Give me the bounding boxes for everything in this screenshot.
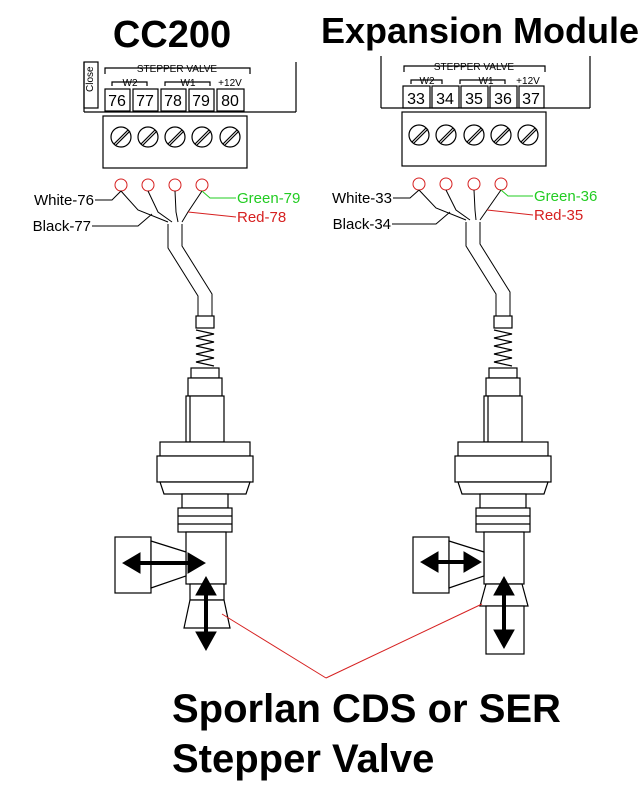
expansion-wire-connections <box>392 177 534 316</box>
terminal-35: 35 <box>465 91 483 108</box>
wire-label-green-79: Green-79 <box>237 190 300 207</box>
wire-label-black-77: Black-77 <box>33 218 91 235</box>
wire-label-red-35: Red-35 <box>534 207 583 224</box>
terminal-77: 77 <box>136 93 154 110</box>
right-stepper-valve <box>412 315 552 655</box>
footer-line-2: Stepper Valve <box>172 737 434 781</box>
terminal-76: 76 <box>108 93 126 110</box>
cc200-wire-connections <box>92 178 237 316</box>
right-valve-flow-arrows <box>420 551 515 650</box>
left-stepper-header: STEPPER VALVE <box>137 64 218 75</box>
right-stepper-header: STEPPER VALVE <box>434 62 515 73</box>
terminal-78: 78 <box>164 93 182 110</box>
wire-label-green-36: Green-36 <box>534 188 597 205</box>
footer-pointer-lines <box>221 603 483 679</box>
close-tag: Close <box>85 66 96 92</box>
terminal-34: 34 <box>436 91 454 108</box>
terminal-79: 79 <box>192 93 210 110</box>
expansion-terminal-block <box>380 56 591 167</box>
right-w2-label: W2 <box>420 76 435 87</box>
title-expansion-module: Expansion Module <box>321 10 639 51</box>
left-stepper-valve <box>114 315 254 629</box>
wire-label-white-33: White-33 <box>332 190 392 207</box>
wire-label-white-76: White-76 <box>34 192 94 209</box>
wire-label-black-34: Black-34 <box>333 216 391 233</box>
terminal-80: 80 <box>221 93 239 110</box>
wire-label-red-78: Red-78 <box>237 209 286 226</box>
right-12v-label: +12V <box>516 76 540 87</box>
left-valve-flow-arrows <box>122 552 217 652</box>
terminal-37: 37 <box>522 91 540 108</box>
left-w1-label: W1 <box>181 78 196 89</box>
title-cc200: CC200 <box>113 14 231 56</box>
left-w2-label: W2 <box>123 78 138 89</box>
terminal-33: 33 <box>407 91 425 108</box>
terminal-36: 36 <box>494 91 512 108</box>
footer-line-1: Sporlan CDS or SER <box>172 687 561 731</box>
cc200-terminal-block <box>83 61 297 169</box>
right-w1-label: W1 <box>479 76 494 87</box>
left-12v-label: +12V <box>218 78 242 89</box>
